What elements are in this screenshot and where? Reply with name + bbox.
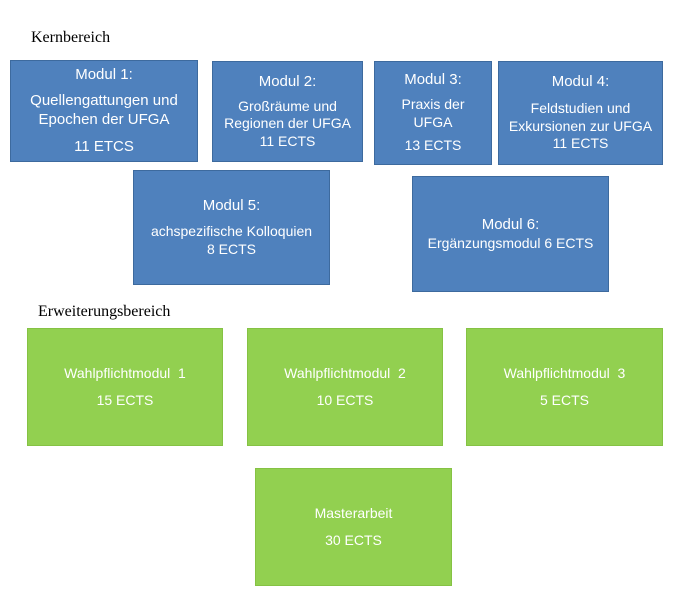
module-3-line-2: UFGA — [413, 113, 453, 130]
master-thesis-box: Masterarbeit 30 ECTS — [255, 468, 452, 586]
elective-module-1-ects: 15 ECTS — [96, 391, 154, 408]
elective-module-2-title: Wahlpflichtmodul 2 — [284, 365, 406, 381]
module-3-ects: 13 ECTS — [404, 137, 462, 154]
module-1-ects: 11 ETCS — [74, 137, 134, 155]
elective-module-3-ects: 5 ECTS — [539, 391, 589, 408]
master-thesis-title: Masterarbeit — [314, 505, 393, 521]
module-2-title: Modul 2: — [258, 72, 317, 90]
module-5-line-1: achspezifische Kolloquien — [150, 223, 313, 240]
elective-module-2-box: Wahlpflichtmodul 2 10 ECTS — [247, 328, 443, 446]
module-2-line-2: Regionen der UFGA — [224, 115, 351, 132]
elective-module-3-title: Wahlpflichtmodul 3 — [503, 365, 626, 381]
elective-module-1-box: Wahlpflichtmodul 1 15 ECTS — [27, 328, 223, 446]
module-5-title: Modul 5: — [202, 196, 261, 214]
module-6-box: Modul 6: Ergänzungsmodul 6 ECTS — [412, 176, 609, 292]
module-1-line-2: Epochen der UFGA — [38, 111, 170, 128]
module-2-line-1: Großräume und — [238, 97, 337, 114]
module-4-box: Modul 4: Feldstudien und Exkursionen zur… — [498, 61, 663, 165]
module-4-ects: 11 ECTS — [552, 135, 609, 152]
module-1-title: Modul 1: — [75, 65, 133, 83]
master-thesis-ects: 30 ECTS — [325, 531, 382, 548]
module-3-title: Modul 3: — [404, 71, 462, 89]
module-3-line-1: Praxis der — [401, 96, 465, 113]
module-1-box: Modul 1: Quellengattungen und Epochen de… — [10, 60, 198, 162]
module-4-title: Modul 4: — [551, 73, 610, 91]
extension-section-label: Erweiterungsbereich — [38, 303, 171, 320]
module-2-ects: 11 ECTS — [259, 132, 316, 149]
module-4-line-1: Feldstudien und — [530, 100, 631, 117]
elective-module-1-title: Wahlpflichtmodul 1 — [64, 365, 186, 381]
module-5-box: Modul 5: achspezifische Kolloquien 8 ECT… — [133, 170, 330, 285]
elective-module-2-ects: 10 ECTS — [316, 391, 374, 408]
core-section-label: Kernbereich — [31, 29, 111, 46]
module-6-title: Modul 6: — [481, 215, 540, 233]
module-3-box: Modul 3: Praxis der UFGA 13 ECTS — [374, 61, 492, 165]
module-2-box: Modul 2: Großräume und Regionen der UFGA… — [212, 61, 363, 162]
module-6-line-1: Ergänzungsmodul 6 ECTS — [427, 234, 594, 251]
module-1-line-1: Quellengattungen und — [30, 92, 178, 110]
module-4-line-2: Exkursionen zur UFGA — [508, 117, 653, 134]
module-5-ects: 8 ECTS — [206, 240, 256, 257]
elective-module-3-box: Wahlpflichtmodul 3 5 ECTS — [466, 328, 663, 446]
